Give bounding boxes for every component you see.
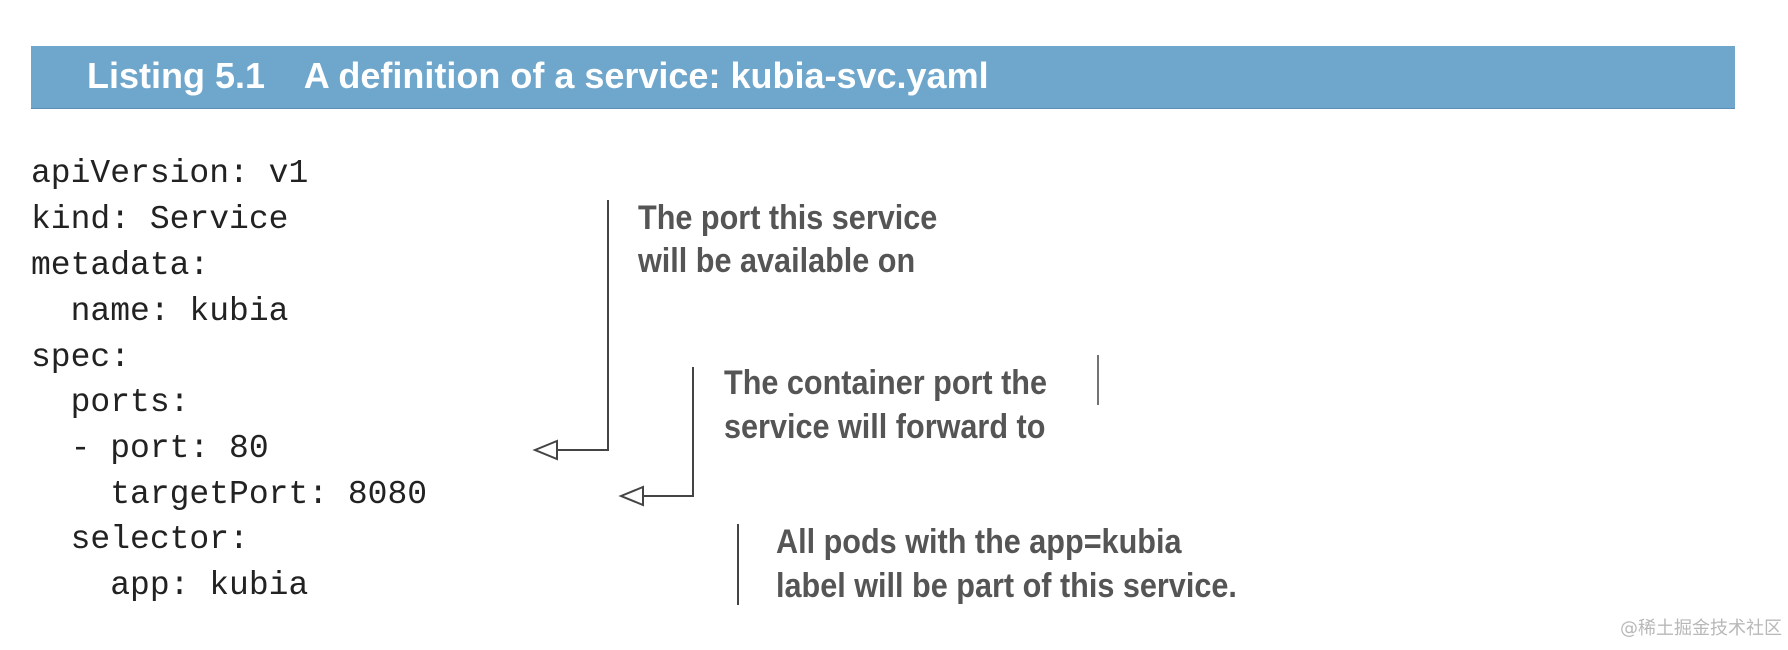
code-line: selector:: [31, 521, 249, 558]
selector-annotation-line: All pods with the app=kubia: [776, 523, 1182, 561]
code-line: targetPort: 8080: [31, 476, 428, 513]
port-annotation-line: will be available on: [638, 242, 916, 280]
code-line: ports:: [31, 384, 190, 421]
selector-annotation-line: label will be part of this service.: [776, 567, 1237, 605]
code-line: - port: 80: [31, 430, 269, 467]
code-line: metadata:: [31, 247, 210, 284]
code-line: apiVersion: v1: [31, 155, 309, 192]
port-annotation-line: The port this service: [638, 199, 938, 237]
watermark: @稀土掘金技术社区: [1620, 618, 1782, 639]
target-port-annotation-line: The container port the: [724, 364, 1048, 402]
code-line: name: kubia: [31, 293, 289, 330]
target-port-callout-arrow: [618, 367, 694, 507]
listing-title: Listing 5.1 A definition of a service: k…: [87, 55, 989, 96]
target-port-annotation-line: service will forward to: [724, 408, 1046, 446]
code-line: spec:: [31, 339, 131, 376]
code-line: app: kubia: [31, 567, 309, 604]
code-line: kind: Service: [31, 201, 289, 238]
listing-header: Listing 5.1 A definition of a service: k…: [31, 46, 1735, 109]
port-callout-arrow: [532, 200, 609, 461]
